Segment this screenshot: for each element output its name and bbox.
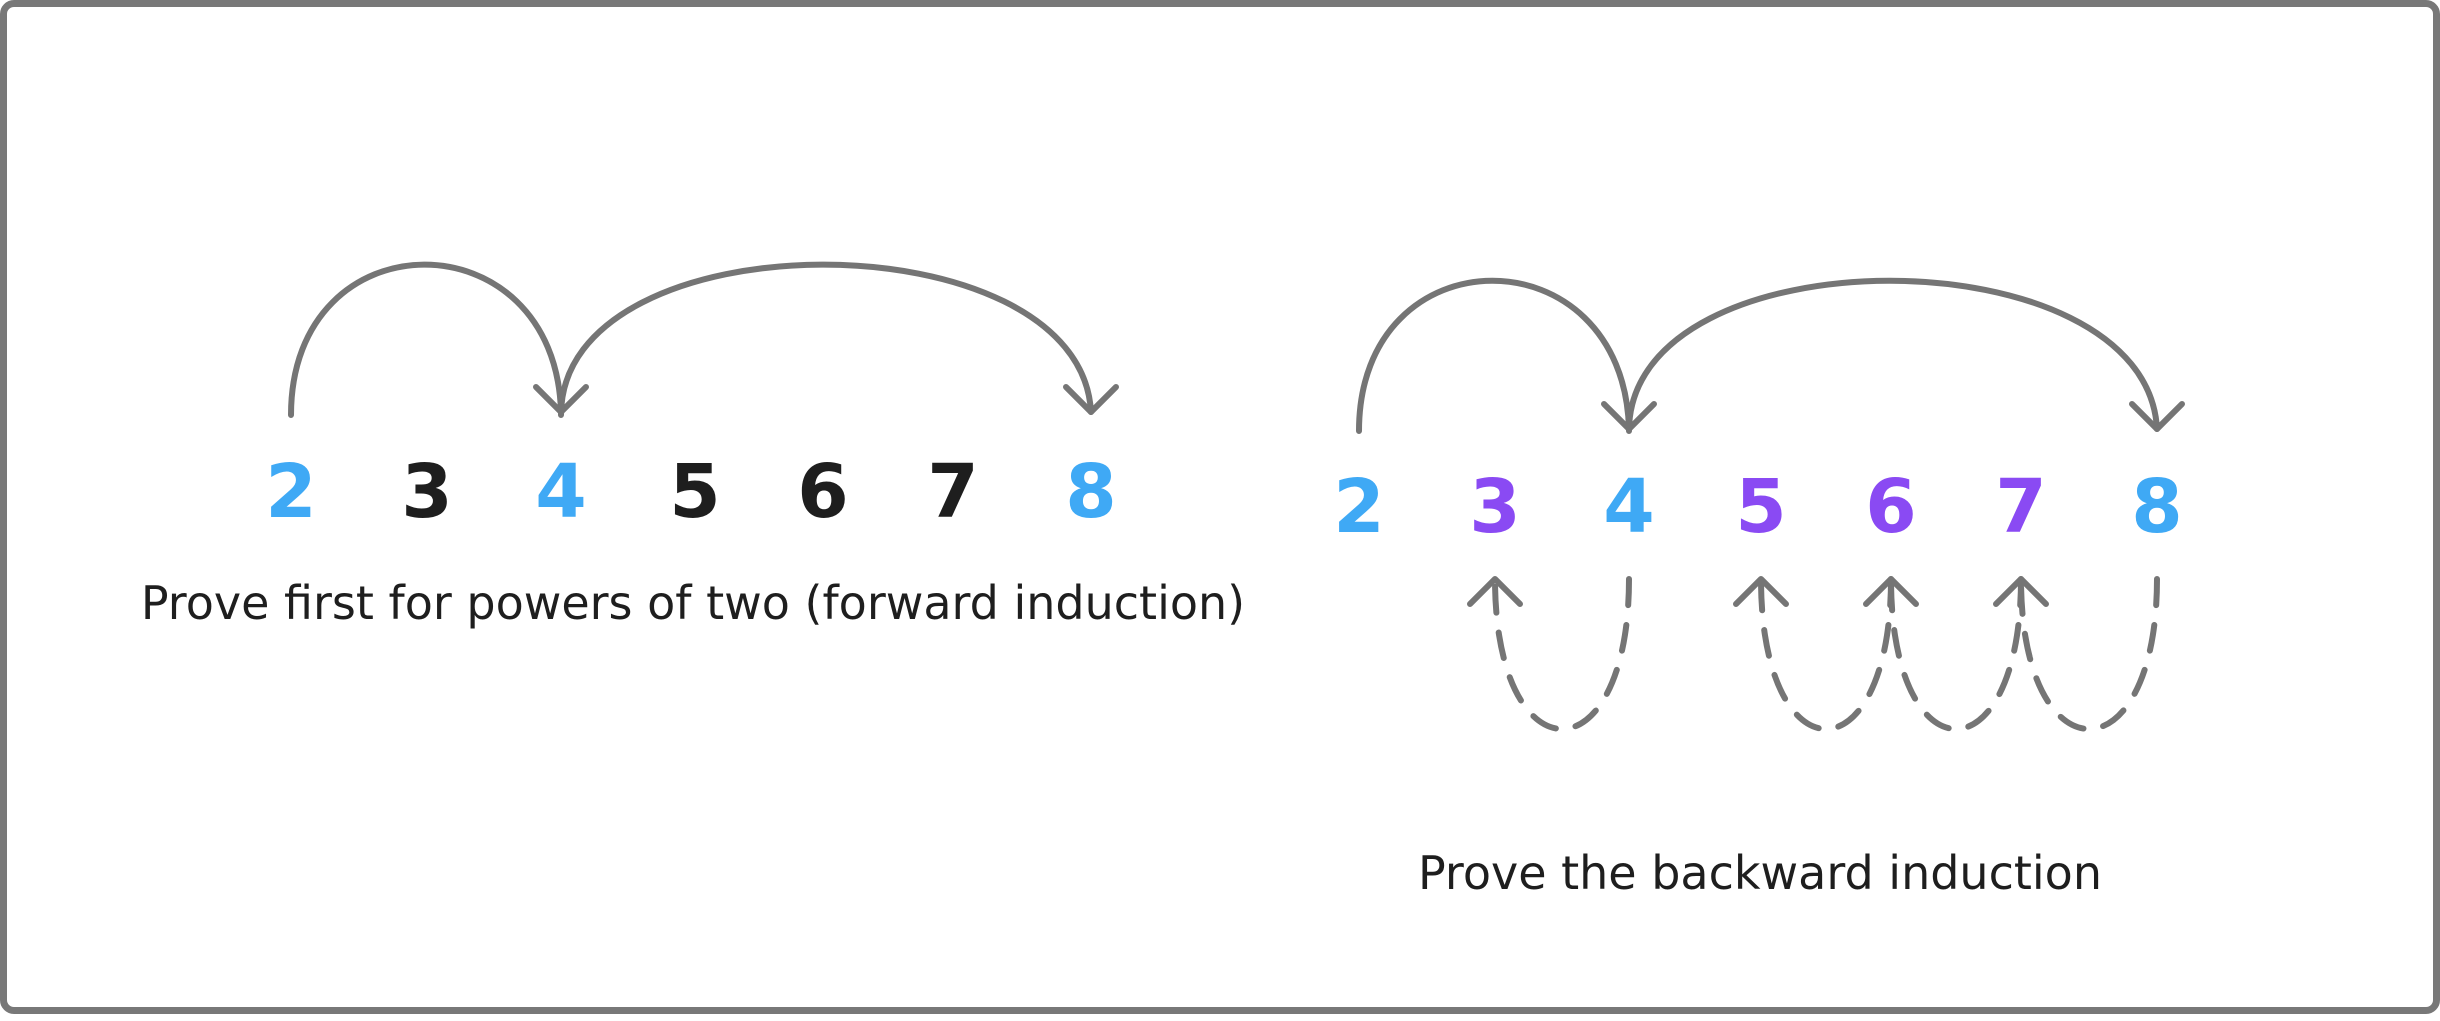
backward-number-6: 6 bbox=[1865, 464, 1917, 550]
forward-number-7: 7 bbox=[927, 449, 979, 535]
backward-panel-forward-arrow-2-to-4 bbox=[1356, 277, 1632, 434]
forward-caption: Prove first for powers of two (forward i… bbox=[141, 576, 1245, 630]
backward-number-3: 3 bbox=[1469, 464, 1521, 550]
backward-number-4: 4 bbox=[1603, 464, 1655, 550]
backward-arrow-6-to-5 bbox=[1758, 576, 1894, 732]
backward-arrow-4-to-3 bbox=[1492, 576, 1632, 732]
forward-arrowhead-8 bbox=[1063, 384, 1119, 415]
backward-arrow-8-to-7 bbox=[2018, 576, 2160, 732]
forward-number-5: 5 bbox=[669, 449, 721, 535]
backward-arrowhead-3 bbox=[1467, 576, 1523, 607]
forward-number-4: 4 bbox=[535, 449, 587, 535]
forward-arrows bbox=[288, 261, 1119, 418]
backward-arrowhead-6 bbox=[1863, 576, 1919, 607]
forward-number-3: 3 bbox=[401, 449, 453, 535]
backward-number-8: 8 bbox=[2131, 464, 2183, 550]
backward-arrow-7-to-6 bbox=[1888, 576, 2024, 732]
backward-arrows bbox=[1467, 576, 2160, 732]
backward-number-2: 2 bbox=[1333, 464, 1385, 550]
forward-arrow-4-to-8 bbox=[558, 261, 1094, 418]
backward-panel-forward-arrows bbox=[1356, 277, 2185, 434]
backward-arrowhead-5 bbox=[1733, 576, 1789, 607]
backward-arrowhead-7 bbox=[1993, 576, 2049, 607]
forward-number-2: 2 bbox=[265, 449, 317, 535]
forward-number-8: 8 bbox=[1065, 449, 1117, 535]
forward-arrow-2-to-4 bbox=[288, 261, 564, 418]
backward-caption: Prove the backward induction bbox=[1418, 846, 2102, 900]
backward-number-5: 5 bbox=[1735, 464, 1787, 550]
backward-panel-forward-arrow-4-to-8 bbox=[1626, 277, 2160, 434]
forward-number-6: 6 bbox=[797, 449, 849, 535]
backward-number-7: 7 bbox=[1995, 464, 2047, 550]
backward-panel-forward-arrowhead-8 bbox=[2129, 401, 2185, 432]
